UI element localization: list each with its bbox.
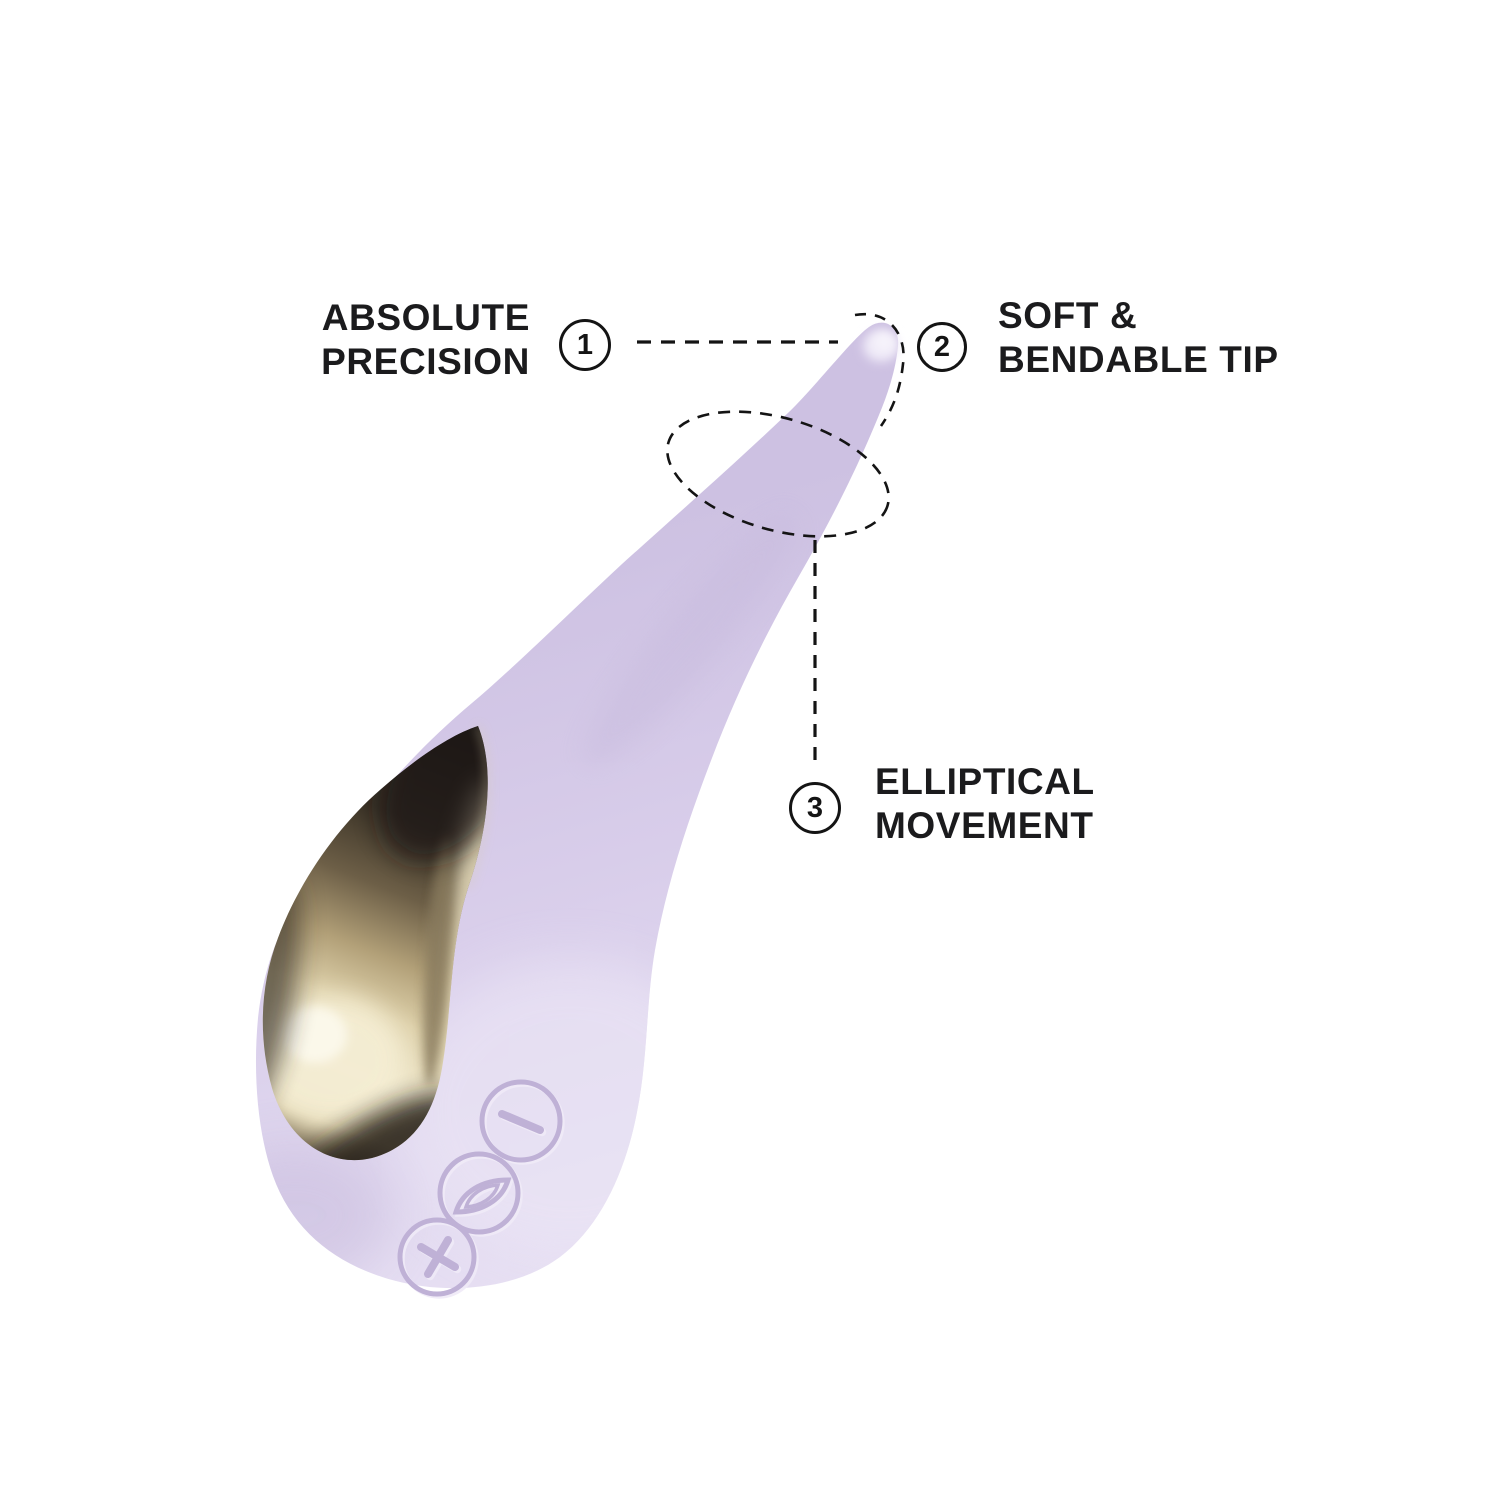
callout2-label: SOFT & BENDABLE TIP [998, 294, 1279, 382]
minus-icon [498, 1110, 544, 1134]
callout3-label-line1: ELLIPTICAL [875, 761, 1095, 802]
power-button-loop [437, 1151, 521, 1235]
product-tip-highlight [863, 330, 899, 362]
callout1-label-line2: PRECISION [321, 341, 530, 382]
tip-outline-dashed-arc [854, 312, 905, 427]
plus-button-loop [397, 1217, 477, 1297]
power-eye-icon [452, 1177, 512, 1215]
plus-icon [417, 1236, 459, 1278]
inset-rim-light [466, 725, 490, 889]
callout1-number-badge: 1 [559, 319, 611, 371]
bulb-face-highlight [400, 960, 740, 1260]
callout3-label: ELLIPTICAL MOVEMENT [875, 760, 1095, 848]
callout2-number-badge: 2 [917, 322, 967, 372]
callout2-label-line1: SOFT & [998, 295, 1138, 336]
bulb-bottom-shade [255, 1145, 390, 1285]
callout1-label-line1: ABSOLUTE [321, 297, 530, 338]
elliptical-motion-dashed-ellipse [666, 410, 890, 538]
minus-button-loop [479, 1079, 563, 1163]
tail-edge-shade [584, 515, 796, 765]
callout1-label: ABSOLUTE PRECISION [180, 296, 530, 384]
callout2-label-line2: BENDABLE TIP [998, 339, 1279, 380]
control-buttons [397, 1079, 565, 1299]
callout3-number-badge: 3 [789, 782, 841, 834]
callout3-label-line2: MOVEMENT [875, 805, 1094, 846]
